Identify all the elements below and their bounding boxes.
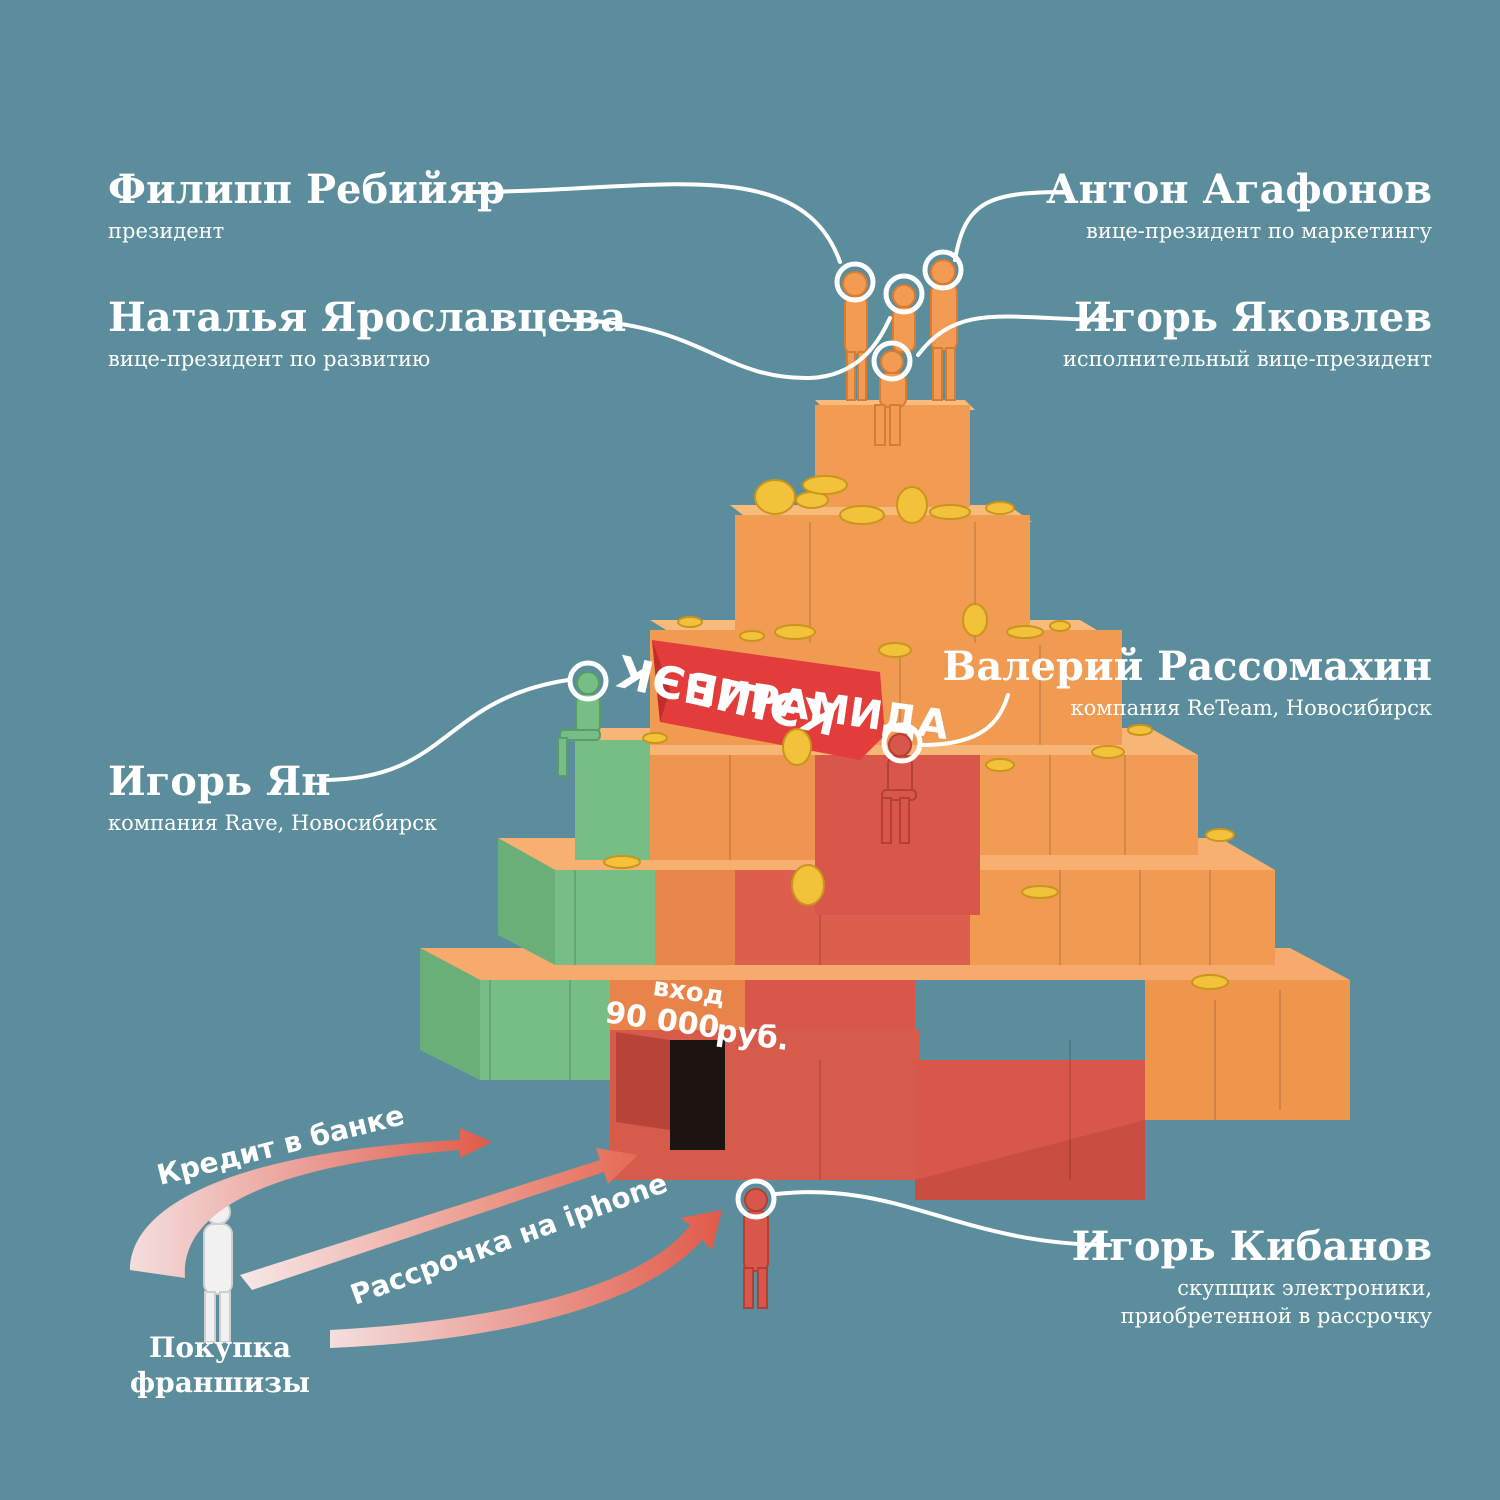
coins [603, 475, 1235, 990]
label-agafonov: Антон Агафонов вице-президент по маркети… [1046, 168, 1432, 244]
entrance-door [616, 1032, 725, 1150]
role-rebiyar: президент [108, 219, 225, 243]
marker-rebiyar [834, 261, 876, 303]
entrance-price: вход 90 000 руб. [603, 972, 792, 1058]
marker-circles [567, 249, 964, 1220]
name-kibanov: Игорь Кибанов [1071, 1223, 1432, 1270]
caption-line1: Покупка [148, 1331, 292, 1364]
role-yaroslavtseva: вице-президент по развитию [108, 347, 431, 371]
marker-yaroslavtseva [883, 273, 925, 315]
name-yan: Игорь Ян [108, 758, 331, 805]
label-yan: Игорь Ян компания Rave, Новосибирск [108, 760, 437, 836]
label-rebiyar: Филипп Ребийяр президент [108, 168, 505, 244]
installment-arrow [330, 1210, 722, 1348]
pyramid: ПИРАМИДА КЭШБЭК вход 90 000 руб. [203, 259, 1350, 1343]
caption-line2: франшизы [129, 1366, 311, 1399]
leader-line-rassomakhin [920, 693, 1010, 747]
leader-line-agafonov [953, 190, 1070, 262]
name-yaroslavtseva: Наталья Ярославцева [108, 294, 627, 341]
leader-line-rebiyar [468, 182, 842, 264]
leader-line-yakovlev [916, 314, 1114, 357]
leader-line-kibanov [774, 1190, 1112, 1247]
role-kibanov-line2: приобретенной в рассрочку [1120, 1304, 1432, 1329]
middle-arrow [240, 1148, 638, 1290]
role-yan: компания Rave, Новосибирск [108, 811, 438, 835]
franchise-caption: Покупка франшизы [110, 1330, 330, 1400]
name-agafonov: Антон Агафонов [1045, 166, 1432, 213]
leader-lines [320, 182, 1114, 1247]
label-yakovlev: Игорь Яковлев исполнительный вице-презид… [1063, 296, 1432, 372]
red-standing-figure [743, 1188, 769, 1309]
label-kibanov: Игорь Кибанов скупщик электроники, приоб… [1072, 1225, 1432, 1330]
name-rebiyar: Филипп Ребийяр [108, 166, 506, 213]
role-yakovlev: исполнительный вице-президент [1062, 347, 1432, 371]
green-figure [557, 671, 601, 777]
marker-kibanov [735, 1178, 777, 1220]
red-sitting-figure [881, 733, 917, 844]
label-yaroslavtseva: Наталья Ярославцева вице-президент по ра… [108, 296, 626, 372]
name-rassomakhin: Валерий Рассомахин [942, 643, 1432, 690]
role-agafonov: вице-президент по маркетингу [1086, 219, 1432, 243]
leader-line-yan [320, 678, 570, 782]
role-rassomakhin: компания ReTeam, Новосибирск [1070, 696, 1432, 720]
marker-yakovlev [871, 340, 913, 382]
marker-agafonov [922, 249, 964, 291]
white-buyer-figure [203, 1199, 233, 1343]
name-yakovlev: Игорь Яковлев [1073, 294, 1432, 341]
marker-rassomakhin [881, 722, 923, 764]
leader-line-yaroslavtseva [563, 316, 892, 381]
marker-yan [567, 660, 609, 702]
credit-arrow [130, 1128, 492, 1278]
role-kibanov-line1: скупщик электроники, [1177, 1276, 1432, 1300]
label-rassomakhin: Валерий Рассомахин компания ReTeam, Ново… [943, 645, 1432, 721]
